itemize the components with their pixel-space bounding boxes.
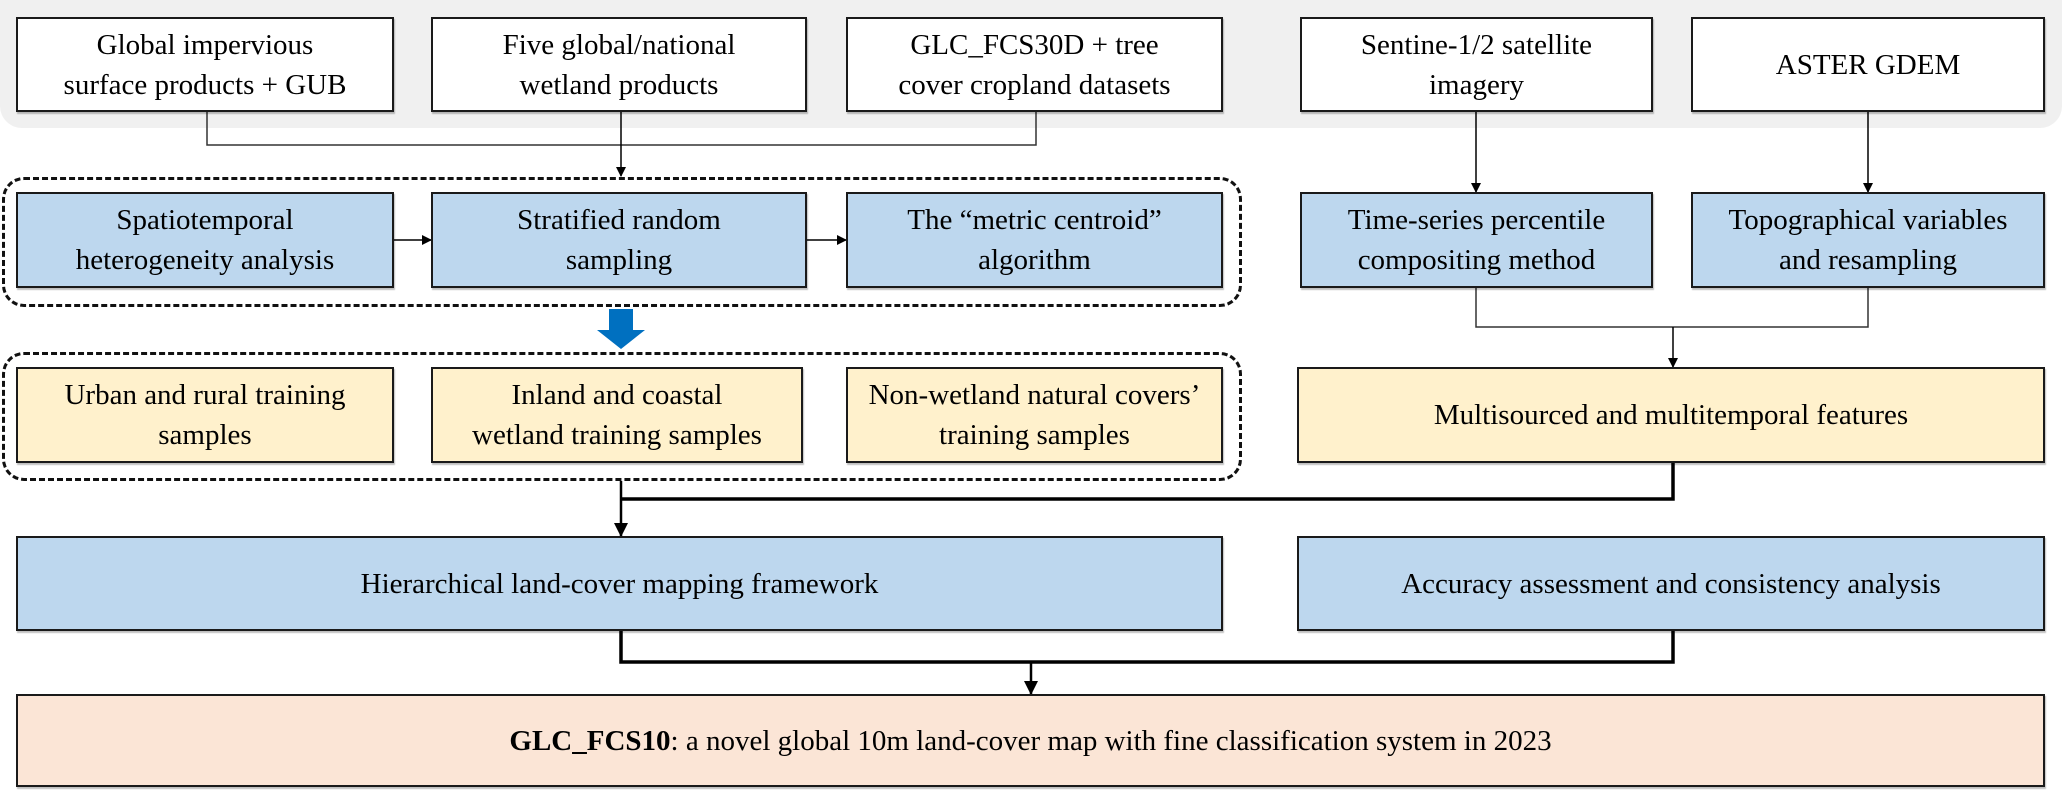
connector-features-merge: [1475, 288, 1869, 368]
box-text-line: Spatiotemporal: [116, 204, 294, 236]
box-text-line: training samples: [939, 419, 1130, 451]
samples-urban-rural: Urban and rural training samples: [16, 367, 394, 463]
box-text-line: heterogeneity analysis: [75, 244, 335, 276]
connector-to-output: [619, 631, 1675, 695]
input-wetland-products: Five global/national wetland products: [431, 17, 807, 112]
input-sentinel-imagery: Sentine-1/2 satellite imagery: [1300, 17, 1653, 112]
box-text-line: Non-wetland natural covers’: [868, 379, 1201, 411]
box-text-line: Stratified random: [517, 204, 721, 236]
box-text-line: algorithm: [978, 244, 1091, 276]
box-text-line: compositing method: [1357, 244, 1596, 276]
box-text-line: GLC_FCS30D + tree: [910, 28, 1159, 61]
box-text-line: and resampling: [1779, 244, 1957, 276]
output-product-name: GLC_FCS10: [509, 724, 671, 757]
input-impervious-surface: Global impervious surface products + GUB: [16, 17, 394, 112]
samples-non-wetland: Non-wetland natural covers’ training samp…: [846, 367, 1223, 463]
output-glc-fcs10: GLC_FCS10: a novel global 10m land-cover…: [16, 694, 2045, 787]
box-text-line: Sentine-1/2 satellite: [1360, 28, 1593, 61]
box-text-line: Inland and coastal: [511, 379, 723, 411]
box-text-line: ASTER GDEM: [1775, 48, 1961, 81]
output-description: : a novel global 10m land-cover map with…: [670, 724, 1552, 757]
input-glc-fcs30d: GLC_FCS30D + tree cover cropland datasets: [846, 17, 1223, 112]
box-text-line: samples: [158, 419, 252, 451]
box-text-line: wetland training samples: [472, 419, 762, 451]
box-text-line: Hierarchical land-cover mapping framewor…: [360, 567, 879, 600]
multisourced-features: Multisourced and multitemporal features: [1297, 367, 2045, 463]
step-metric-centroid: The “metric centroid” algorithm: [846, 192, 1223, 288]
box-text-line: Accuracy assessment and consistency anal…: [1401, 567, 1941, 600]
accuracy-assessment: Accuracy assessment and consistency anal…: [1297, 536, 2045, 631]
box-text-line: surface products + GUB: [63, 68, 347, 101]
box-text-line: Five global/national: [502, 28, 736, 61]
box-text-line: Global impervious: [96, 28, 314, 61]
step-stratified-sampling: Stratified random sampling: [431, 192, 807, 288]
box-text-line: wetland products: [519, 68, 719, 101]
box-text-line: The “metric centroid”: [907, 204, 1162, 236]
box-text-line: cover cropland datasets: [898, 68, 1171, 101]
box-text-line: Multisourced and multitemporal features: [1433, 399, 1909, 431]
box-text-line: imagery: [1428, 68, 1524, 101]
box-text-line: Urban and rural training: [64, 379, 346, 411]
blue-down-arrow-icon: [597, 309, 645, 349]
samples-wetland: Inland and coastal wetland training sampl…: [431, 367, 803, 463]
box-text-line: sampling: [565, 244, 673, 276]
step-time-series-compositing: Time-series percentile compositing method: [1300, 192, 1653, 288]
sampling-group: [2, 177, 1242, 307]
input-aster-gdem: ASTER GDEM: [1691, 17, 2045, 112]
step-heterogeneity-analysis: Spatiotemporal heterogeneity analysis: [16, 192, 394, 288]
box-text-line: Time-series percentile: [1347, 204, 1606, 236]
step-topographical-variables: Topographical variables and resampling: [1691, 192, 2045, 288]
box-text-line: Topographical variables: [1728, 204, 2008, 236]
mapping-framework: Hierarchical land-cover mapping framewor…: [16, 536, 1223, 631]
training-samples-group: [2, 352, 1242, 481]
